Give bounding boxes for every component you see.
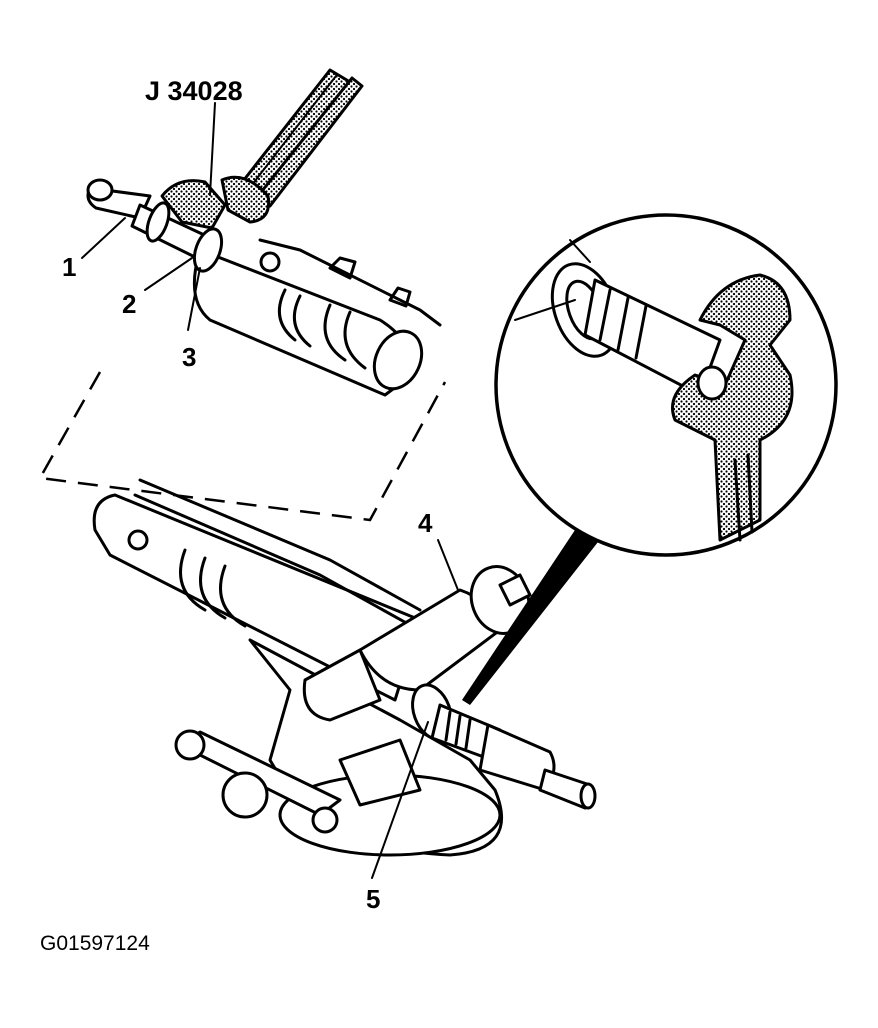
inner-tie-rod — [86, 178, 224, 273]
tool-j34028 — [160, 175, 271, 230]
leader-lines — [81, 102, 459, 879]
callout-4: 4 — [418, 508, 433, 538]
lower-assembly — [92, 478, 597, 857]
exploded-view-outline — [37, 371, 447, 522]
rack-housing-upper — [192, 238, 442, 397]
detail-wrench — [671, 273, 794, 542]
pinion-valve-housing — [302, 565, 532, 722]
rack-housing-lower — [92, 478, 422, 702]
bench-vise — [174, 638, 504, 857]
tool-number-label: J 34028 — [145, 76, 243, 106]
tool-handle — [238, 68, 364, 208]
detail-shaft — [550, 262, 722, 397]
upper-assembly — [86, 68, 442, 397]
figure-id: G01597124 — [40, 932, 150, 955]
callout-5: 5 — [366, 884, 380, 914]
detail-pointer — [462, 530, 598, 705]
callout-3: 3 — [182, 342, 196, 372]
detail-magnifier — [462, 213, 838, 705]
callout-1: 1 — [62, 252, 76, 282]
callout-2: 2 — [122, 289, 136, 319]
outer-tie-rod-shaft — [411, 683, 597, 810]
